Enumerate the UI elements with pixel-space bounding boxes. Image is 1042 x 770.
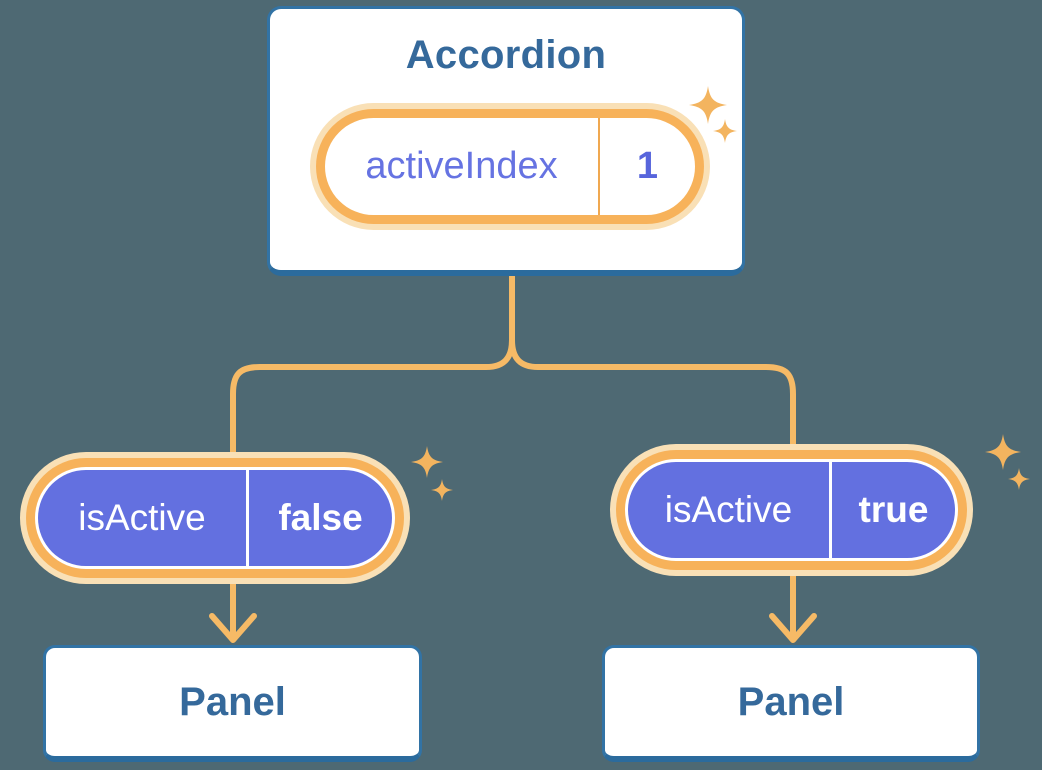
- panel-card-left: Panel: [43, 645, 422, 762]
- is-active-pill-true: isActive true: [610, 444, 973, 576]
- state-label: isActive: [664, 489, 793, 530]
- pill-divider: [598, 118, 600, 215]
- active-index-pill: activeIndex 1: [310, 103, 710, 230]
- accordion-card: Accordion activeIndex 1: [267, 6, 745, 276]
- state-value: true: [858, 489, 929, 530]
- pill-body: isActive false: [35, 467, 395, 569]
- pill-body: isActive true: [625, 459, 958, 561]
- pill-border: isActive true: [616, 450, 967, 570]
- pill-fill: isActive false: [38, 470, 392, 566]
- accordion-title: Accordion: [405, 33, 607, 77]
- panel-card-right: Panel: [602, 645, 980, 762]
- pill-fill: isActive true: [628, 462, 955, 558]
- sparkle-icon: [431, 479, 453, 501]
- sparkle-icon: [985, 434, 1021, 470]
- state-label: activeIndex: [365, 145, 558, 187]
- panel-label: Panel: [737, 679, 845, 724]
- pill-border: isActive false: [26, 458, 404, 578]
- pill-body: activeIndex 1: [325, 118, 695, 215]
- state-value: 1: [636, 145, 659, 187]
- arrow-down-icon: [769, 613, 817, 643]
- is-active-pill-false: isActive false: [20, 452, 410, 584]
- sparkle-icon: [411, 446, 443, 478]
- pill-divider: [829, 462, 832, 558]
- sparkle-icon: [1008, 468, 1030, 490]
- pill-border: activeIndex 1: [316, 109, 704, 224]
- arrow-down-icon: [209, 613, 257, 643]
- panel-label: Panel: [179, 679, 286, 724]
- state-label: isActive: [78, 497, 206, 538]
- state-value: false: [278, 497, 363, 538]
